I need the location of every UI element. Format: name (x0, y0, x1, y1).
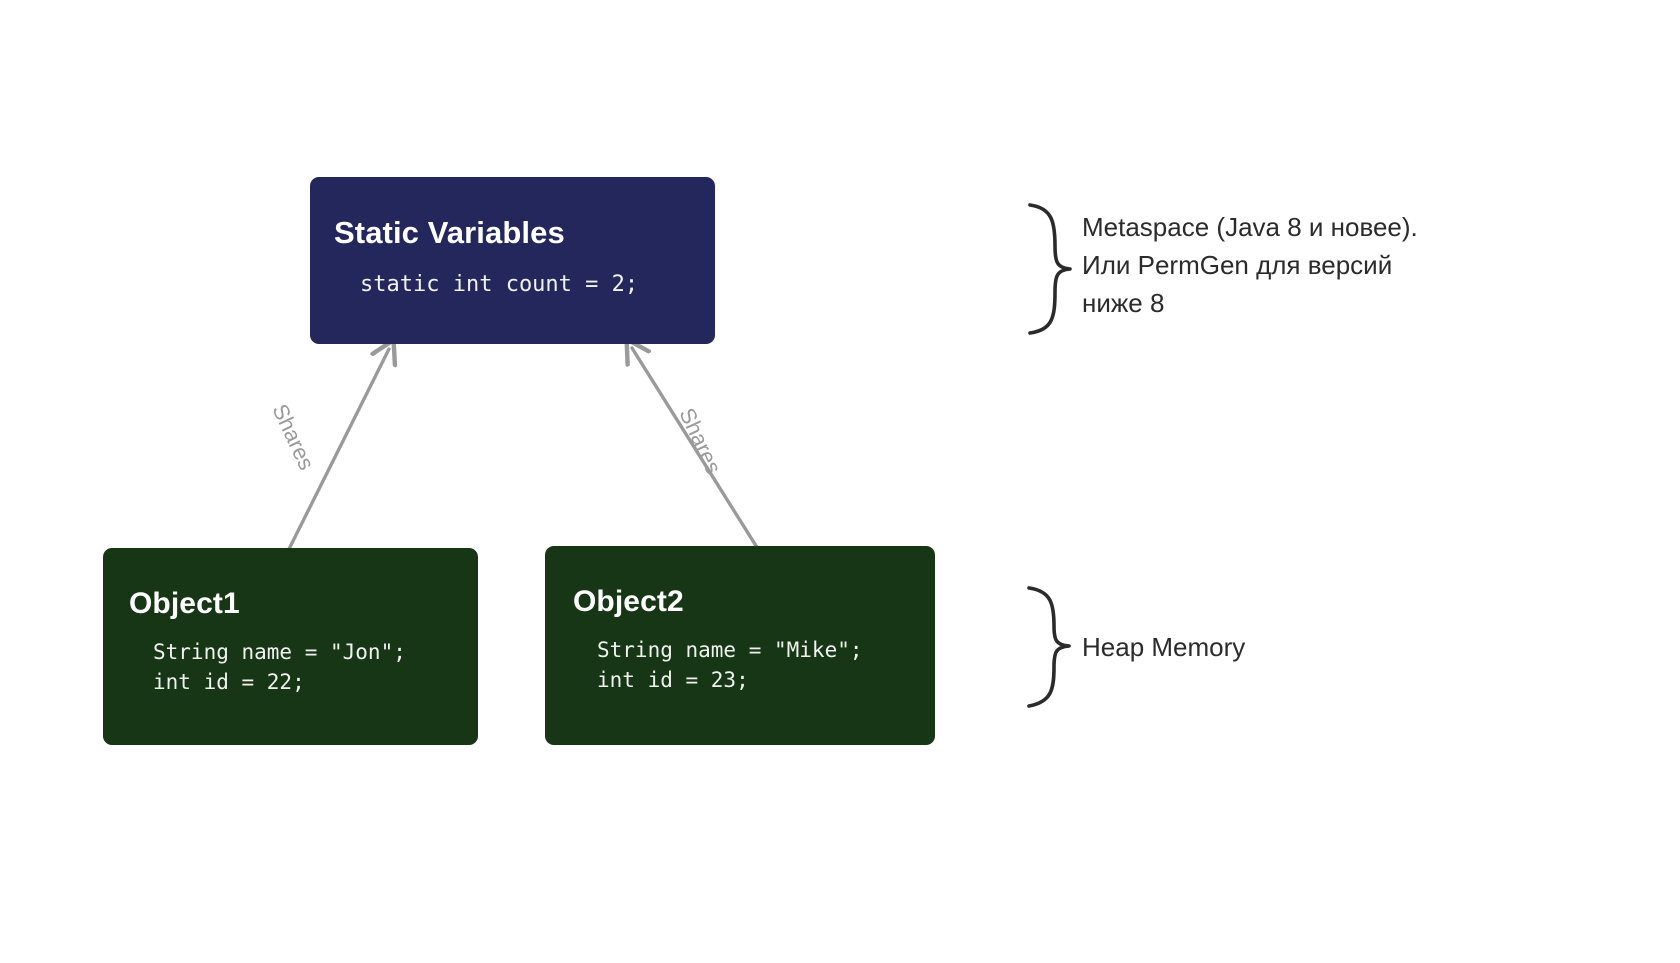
edge-label-object1-shares: Shares (267, 400, 320, 474)
annotation-heap-memory: Heap Memory (1082, 632, 1246, 662)
node-object1[interactable]: Object1 String name = "Jon"; int id = 22… (103, 548, 478, 745)
node-object2-title: Object2 (573, 585, 684, 618)
node-static-variables[interactable]: Static Variables static int count = 2; (310, 177, 715, 344)
annotation-metaspace: Metaspace (Java 8 и новее). Или PermGen … (1082, 212, 1418, 319)
node-object2[interactable]: Object2 String name = "Mike"; int id = 2… (545, 546, 935, 745)
node-static-variables-code: static int count = 2; (360, 272, 639, 297)
node-object1-code: String name = "Jon"; int id = 22; (153, 640, 406, 694)
node-object1-title: Object1 (129, 587, 240, 620)
node-object2-code: String name = "Mike"; int id = 23; (597, 638, 863, 692)
heap-brace-icon (1027, 586, 1071, 708)
edge-label-object2-shares: Shares (674, 404, 727, 478)
node-static-variables-title: Static Variables (334, 215, 565, 250)
metaspace-brace-icon (1028, 203, 1072, 335)
